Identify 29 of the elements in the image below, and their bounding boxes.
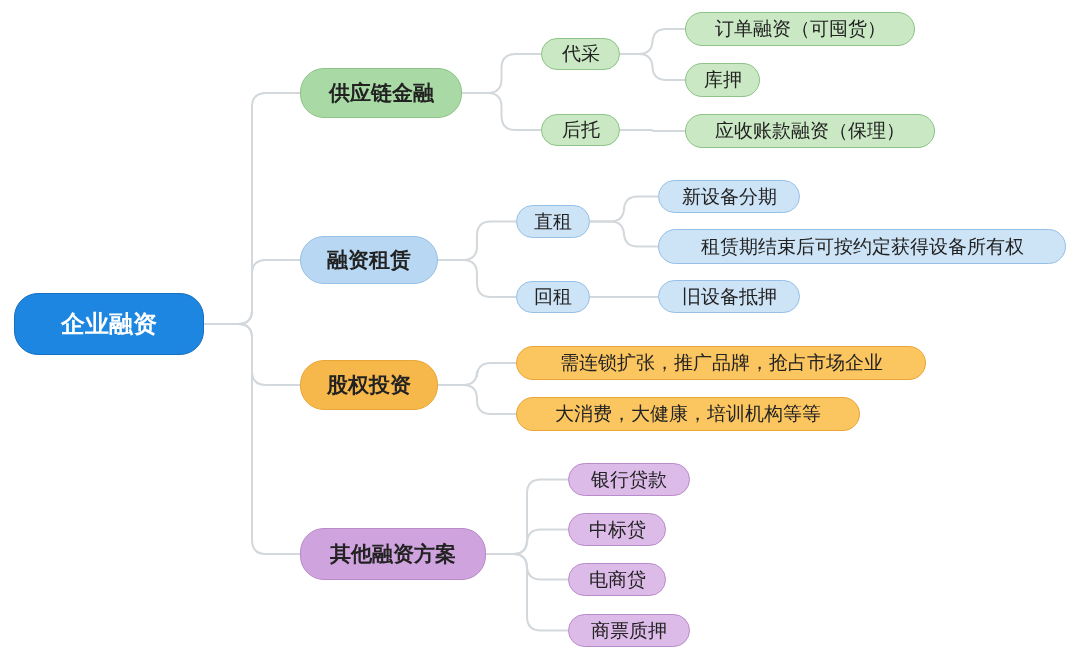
- root-topic: 企业融资: [14, 293, 204, 355]
- subtopic: 库押: [685, 63, 760, 97]
- subtopic: 中标贷: [568, 513, 666, 546]
- connector-line: [461, 92, 542, 131]
- connector-line: [589, 220, 659, 248]
- subtopic: 电商贷: [568, 563, 666, 596]
- subtopic: 应收账款融资（保理）: [685, 114, 935, 148]
- connector-line: [619, 53, 686, 81]
- subtopic: 银行贷款: [568, 463, 690, 496]
- main-topic: 融资租赁: [300, 236, 438, 284]
- subtopic: 需连锁扩张，推广品牌，抢占市场企业: [516, 346, 926, 380]
- main-topic: 供应链金融: [300, 68, 462, 118]
- connector-line: [437, 259, 517, 298]
- subtopic: 旧设备抵押: [658, 280, 800, 313]
- subtopic: 直租: [516, 205, 590, 238]
- connector-line: [437, 384, 517, 415]
- subtopic: 商票质押: [568, 614, 690, 647]
- subtopic: 后托: [541, 114, 620, 146]
- connector-line: [203, 323, 301, 555]
- connector-line: [589, 296, 659, 298]
- main-topic: 其他融资方案: [300, 528, 486, 580]
- connector-line: [619, 129, 686, 132]
- subtopic: 代采: [541, 38, 620, 70]
- main-topic: 股权投资: [300, 360, 438, 410]
- subtopic: 新设备分期: [658, 180, 800, 213]
- subtopic: 大消费，大健康，培训机构等等: [516, 397, 860, 431]
- subtopic: 回租: [516, 281, 590, 313]
- subtopic: 租赁期结束后可按约定获得设备所有权: [658, 229, 1066, 264]
- subtopic: 订单融资（可囤货）: [685, 12, 915, 46]
